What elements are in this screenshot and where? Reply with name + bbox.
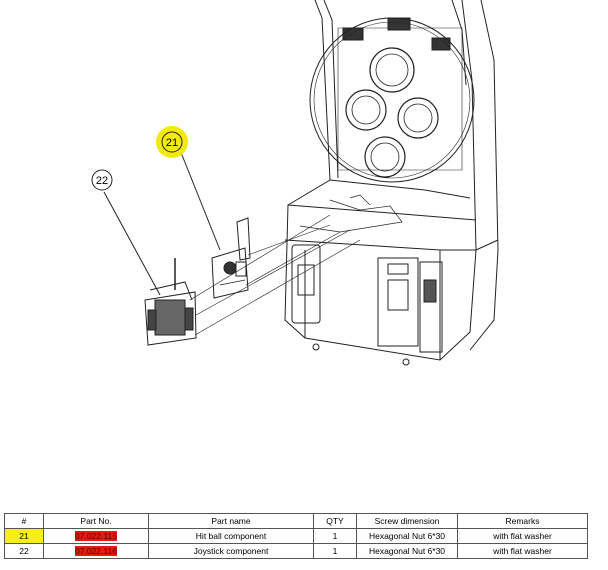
callout-22: 22 [91, 169, 113, 191]
joystick-component [144, 258, 197, 346]
row-qty: 1 [313, 528, 357, 544]
row-screw: Hexagonal Nut 6*30 [356, 528, 458, 544]
part-no-highlight: 07.022.115 [75, 531, 117, 541]
header-screw-dimension: Screw dimension [356, 513, 458, 529]
hit-ball-component [211, 217, 251, 299]
table-row: 21 07.022.115 Hit ball component 1 Hexag… [4, 528, 588, 544]
part-no-highlight: 07.022.116 [75, 546, 117, 556]
header-remarks: Remarks [457, 513, 588, 529]
callout-22-label: 22 [96, 175, 108, 187]
table-header-row: # Part No. Part name QTY Screw dimension… [4, 513, 588, 529]
arcade-cabinet [284, 0, 499, 366]
table-row: 22 07.022.116 Joystick component 1 Hexag… [4, 543, 588, 559]
row-part-no: 07.022.115 [43, 528, 149, 544]
row-screw: Hexagonal Nut 6*30 [356, 543, 458, 559]
header-qty: QTY [313, 513, 357, 529]
row-qty: 1 [313, 543, 357, 559]
row-part-name: Hit ball component [148, 528, 314, 544]
row-part-no: 07.022.116 [43, 543, 149, 559]
row-remarks: with flat washer [457, 528, 588, 544]
callout-21-label: 21 [166, 137, 178, 149]
header-num: # [4, 513, 44, 529]
row-num: 21 [4, 528, 44, 544]
callout-21: 21 [156, 126, 188, 158]
header-part-name: Part name [148, 513, 314, 529]
row-num: 22 [4, 543, 44, 559]
header-part-no: Part No. [43, 513, 149, 529]
row-part-name: Joystick component [148, 543, 314, 559]
parts-table: # Part No. Part name QTY Screw dimension… [4, 513, 588, 559]
row-remarks: with flat washer [457, 543, 588, 559]
